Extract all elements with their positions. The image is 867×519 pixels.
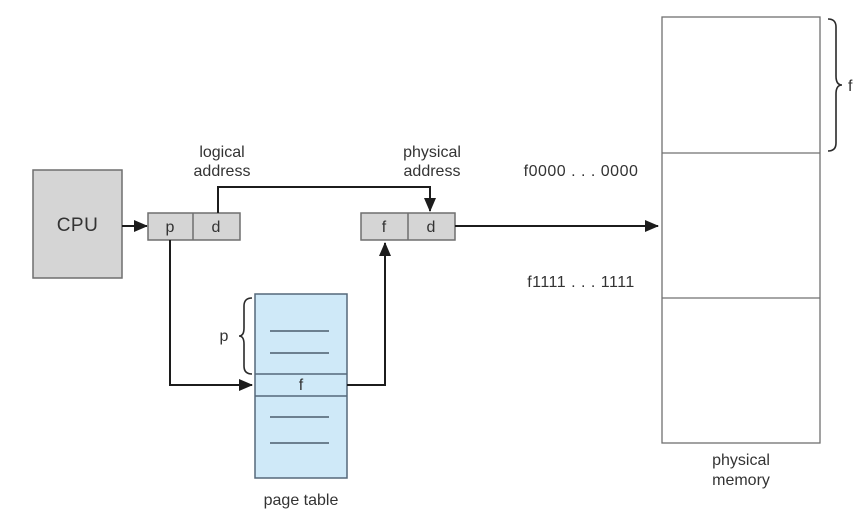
physical-address-caption-line1: physical (403, 144, 461, 161)
page-table-brace-label: p (220, 328, 229, 345)
physical-f-field: f (382, 219, 387, 236)
physical-d-field: d (427, 219, 436, 236)
logical-p-field: p (166, 219, 175, 236)
d-offset-wire (217, 186, 436, 213)
physical-memory-caption-line2: memory (712, 472, 770, 489)
f-to-physical-address-arrow (347, 242, 391, 386)
logical-d-field: d (212, 219, 221, 236)
logical-address-caption-line2: address (194, 163, 251, 180)
cpu-box (32, 169, 123, 279)
f-brace (827, 18, 843, 152)
cpu-label: CPU (57, 215, 99, 236)
page-table-f-entry: f (299, 377, 304, 394)
logical-address-box (147, 212, 241, 241)
logical-address-caption-line1: logical (199, 144, 244, 161)
p-brace (238, 297, 253, 375)
physical-memory-box (661, 16, 821, 444)
memory-brace-label: f (848, 78, 853, 95)
p-to-page-table-arrow (169, 240, 253, 391)
physical-memory-caption-line1: physical (712, 452, 770, 469)
frame-start-address: f0000 . . . 0000 (524, 163, 639, 180)
frame-end-address: f1111 . . . 1111 (527, 274, 635, 291)
page-table-caption: page table (264, 492, 339, 509)
physical-address-caption-line2: address (404, 163, 461, 180)
page-table-box (254, 293, 348, 479)
